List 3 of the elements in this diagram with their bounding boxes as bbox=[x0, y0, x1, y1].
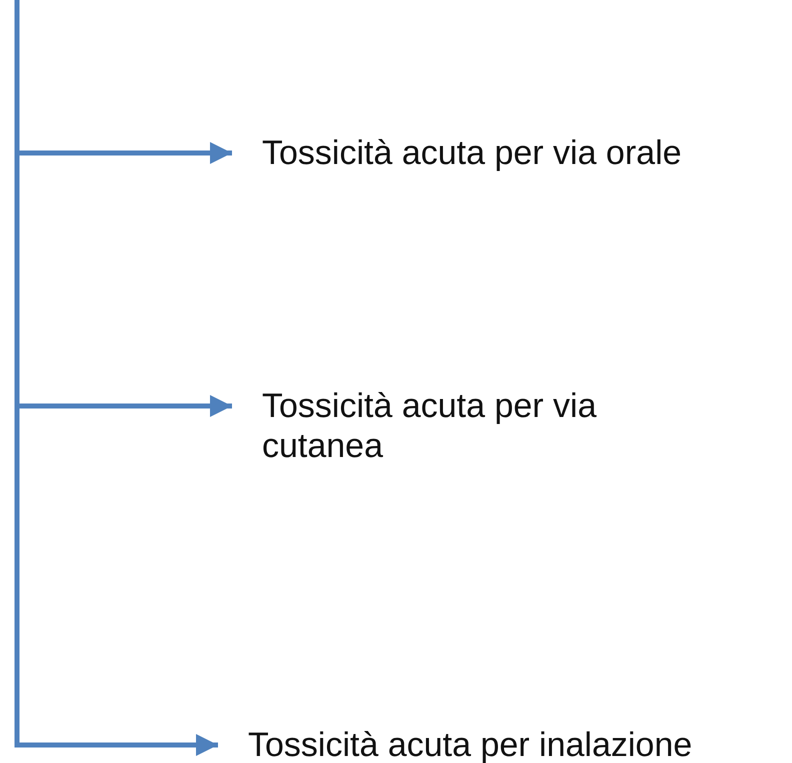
node-label: Tossicità acuta per inalazione bbox=[248, 725, 788, 763]
node-label: Tossicità acuta per via orale bbox=[262, 133, 782, 173]
node-label: Tossicità acuta per via cutanea bbox=[262, 386, 682, 466]
